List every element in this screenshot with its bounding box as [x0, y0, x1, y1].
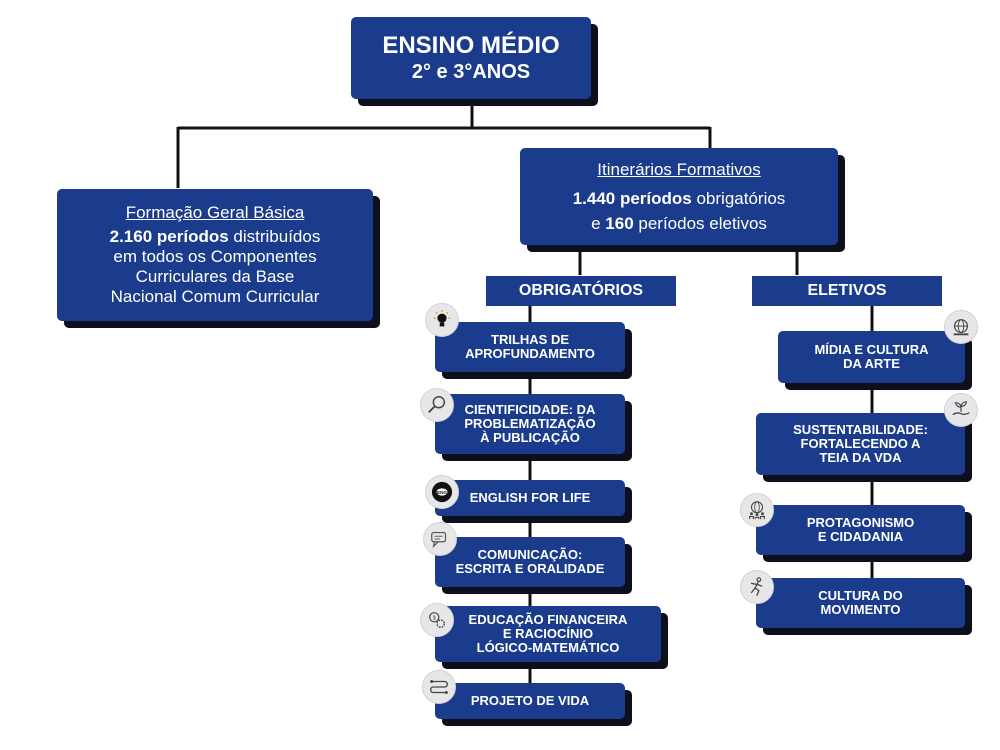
item-projeto-l1: PROJETO DE VIDA: [470, 693, 590, 708]
fgb-hours: 2.160 períodos: [109, 227, 229, 246]
itinerarios-title: Itinerários Formativos: [597, 160, 761, 179]
item-english: ENGLISH FOR LIFE: [435, 480, 625, 516]
item-cultura-l1: CULTURA DO: [818, 588, 903, 603]
header-eletivos: ELETIVOS: [752, 276, 942, 306]
item-sustentabilidade-l3: TEIA DA VDA: [819, 450, 902, 465]
item-educacao-l1: EDUCAÇÃO FINANCEIRA: [468, 612, 628, 627]
item-protagonismo-l2: E CIDADANIA: [817, 529, 904, 544]
root-subtitle: 2° e 3°ANOS: [411, 61, 531, 83]
item-cientificidade-l3: À PUBLICAÇÃO: [480, 430, 580, 445]
fgb-line4: Nacional Comum Curricular: [110, 287, 320, 306]
header-eletivos-label: ELETIVOS: [807, 282, 887, 299]
finance-gear-icon: $: [420, 603, 454, 637]
item-cientificidade-l1: CIENTIFICIDADE: DA: [464, 402, 596, 417]
header-obrigatorios-label: OBRIGATÓRIOS: [518, 282, 644, 299]
item-trilhas-l2: APROFUNDAMENTO: [465, 346, 595, 361]
globe-media-icon: [944, 310, 978, 344]
itin-elective-pre: e: [591, 214, 606, 233]
item-projeto-vida: PROJETO DE VIDA: [435, 683, 625, 719]
fgb-line2: em todos os Componentes: [113, 247, 317, 266]
fgb-line1: 2.160 períodos distribuídos: [110, 227, 321, 247]
item-comunicacao-l1: COMUNICAÇÃO:: [477, 547, 583, 562]
item-midia-l1: MÍDIA E CULTURA: [814, 342, 929, 357]
item-comunicacao-l2: ESCRITA E ORALIDADE: [455, 561, 605, 576]
item-comunicacao: COMUNICAÇÃO: ESCRITA E ORALIDADE: [435, 537, 625, 587]
item-cultura-movimento: CULTURA DO MOVIMENTO: [756, 578, 965, 628]
plant-hand-icon: [944, 393, 978, 427]
item-cultura-l2: MOVIMENTO: [820, 602, 901, 617]
item-educacao-financeira: EDUCAÇÃO FINANCEIRA E RACIOCÍNIO LÓGICO-…: [435, 606, 661, 662]
itin-elective-hours: 160: [605, 214, 634, 233]
runner-icon: [740, 570, 774, 604]
itinerarios-box: Itinerários Formativos 1.440 períodos ob…: [520, 148, 838, 245]
item-sustentabilidade: SUSTENTABILIDADE: FORTALECENDO A TEIA DA…: [756, 413, 965, 475]
itin-elective-rest: períodos eletivos: [633, 214, 767, 233]
item-midia: MÍDIA E CULTURA DA ARTE: [778, 331, 965, 383]
fgb-box: Formação Geral Básica 2.160 períodos dis…: [57, 189, 373, 321]
eng-badge-icon: ENG: [425, 475, 459, 509]
itin-mandatory-hours: 1.440 períodos: [572, 189, 692, 208]
item-protagonismo: PROTAGONISMO E CIDADANIA: [756, 505, 965, 555]
item-sustentabilidade-l2: FORTALECENDO A: [800, 436, 921, 451]
svg-text:$: $: [433, 616, 436, 622]
fgb-title: Formação Geral Básica: [125, 203, 305, 222]
magnifier-icon: [420, 388, 454, 422]
item-educacao-l3: LÓGICO-MATEMÁTICO: [476, 640, 620, 655]
speech-icon: [423, 522, 457, 556]
fgb-hours-rest: distribuídos: [228, 227, 321, 246]
itinerarios-line1: 1.440 períodos obrigatórios: [573, 186, 786, 211]
itin-mandatory-rest: obrigatórios: [691, 189, 786, 208]
path-icon: [422, 670, 456, 704]
item-protagonismo-l1: PROTAGONISMO: [806, 515, 915, 530]
root-box: ENSINO MÉDIO 2° e 3°ANOS: [351, 17, 591, 99]
header-obrigatorios: OBRIGATÓRIOS: [486, 276, 676, 306]
root-title: ENSINO MÉDIO: [382, 32, 560, 59]
item-sustentabilidade-l1: SUSTENTABILIDADE:: [793, 422, 928, 437]
fgb-line3: Curriculares da Base: [135, 267, 295, 286]
item-trilhas: TRILHAS DE APROFUNDAMENTO: [435, 322, 625, 372]
item-cientificidade: CIENTIFICIDADE: DA PROBLEMATIZAÇÃO À PUB…: [435, 394, 625, 454]
people-globe-icon: [740, 493, 774, 527]
svg-text:ENG: ENG: [437, 490, 447, 495]
item-midia-l2: DA ARTE: [843, 356, 900, 371]
item-english-l1: ENGLISH FOR LIFE: [469, 490, 591, 505]
item-cientificidade-l2: PROBLEMATIZAÇÃO: [464, 416, 596, 431]
item-educacao-l2: E RACIOCÍNIO: [502, 626, 594, 641]
item-trilhas-l1: TRILHAS DE: [491, 332, 569, 347]
itinerarios-line2: e 160 períodos eletivos: [591, 211, 767, 236]
lightbulb-icon: [425, 303, 459, 337]
